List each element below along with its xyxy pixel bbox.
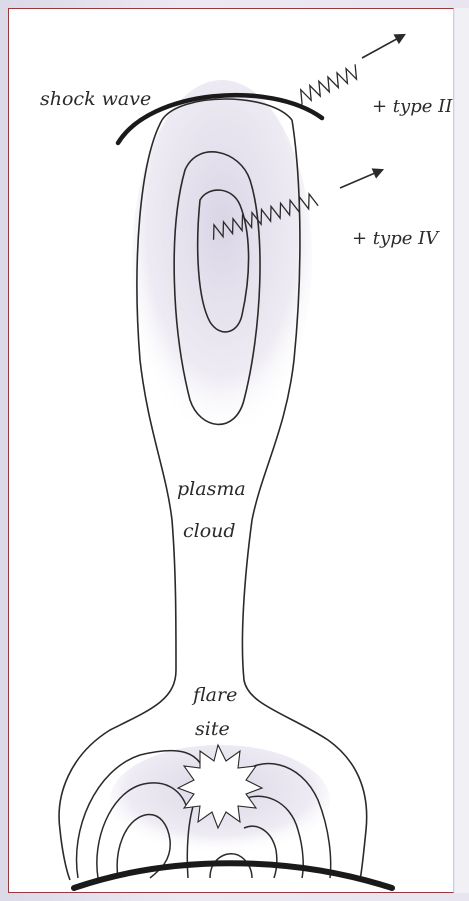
label-shock-wave: shock wave xyxy=(40,88,151,110)
type-ii-emission-zigzag xyxy=(296,64,361,104)
label-type-ii: + type II xyxy=(372,96,452,117)
label-flare: flare xyxy=(193,684,237,706)
cloud-shading xyxy=(132,80,312,440)
type-iv-arrow xyxy=(340,170,382,188)
label-type-iv: + type IV xyxy=(352,228,438,249)
label-site: site xyxy=(195,718,230,740)
label-cloud: cloud xyxy=(183,520,236,542)
label-plasma: plasma xyxy=(177,478,246,500)
type-ii-arrow xyxy=(362,35,404,58)
solar-surface xyxy=(74,863,392,888)
